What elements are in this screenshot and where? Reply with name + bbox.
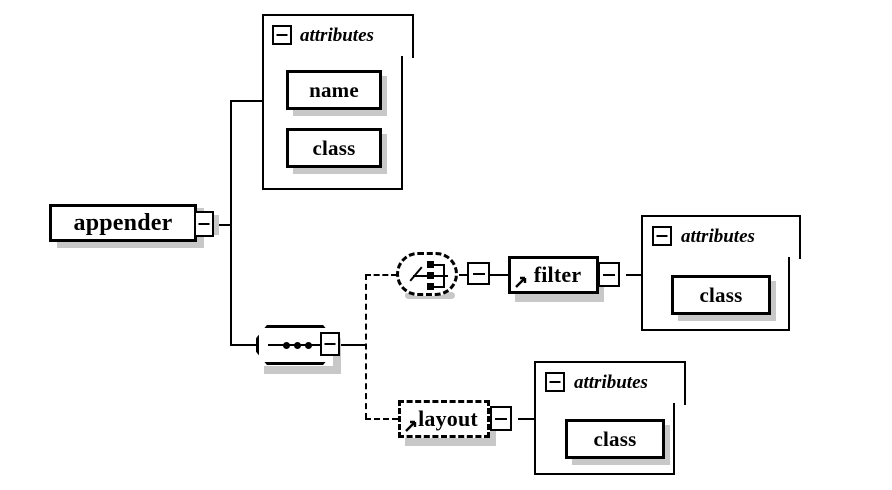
minus-icon [495, 417, 507, 420]
minus-icon [656, 235, 668, 237]
attribute-name[interactable]: name [286, 70, 382, 110]
connector-filter-to-attributes [626, 274, 643, 276]
attribute-class-shadow [293, 166, 386, 174]
element-filter[interactable]: filter [508, 256, 599, 294]
attribute-name-shadow [293, 108, 386, 116]
attribute-class[interactable]: class [286, 128, 382, 168]
choice-branch-3 [434, 286, 444, 288]
filter-attr-class-shadow-right [768, 281, 776, 321]
sequence-dot-2 [294, 341, 301, 349]
connector-choice-stem [459, 274, 469, 276]
sequence-dot-3 [305, 341, 312, 349]
choice-branch-bus [443, 264, 445, 288]
attribute-filter-class[interactable]: class [671, 275, 771, 315]
attribute-class-shadow-right [379, 134, 387, 174]
connector-sequence-to-layout [365, 418, 398, 420]
minus-icon [603, 273, 615, 276]
connector-choice-to-filter [489, 274, 508, 276]
minus-icon [198, 223, 210, 225]
sequence-dot-1 [283, 341, 290, 349]
connector-sequence-stem [338, 344, 366, 346]
layout-attr-class-shadow-right [662, 425, 670, 465]
layout-shadow [405, 438, 493, 446]
minus-icon [549, 381, 561, 383]
choice-slash-icon [409, 266, 423, 282]
attribute-layout-class[interactable]: class [565, 419, 665, 459]
filter-shadow [515, 294, 603, 302]
element-layout-label: layout [418, 406, 478, 431]
choice-branch-2 [434, 275, 448, 277]
sequence-inner [259, 328, 331, 362]
attribute-group-layout-toggle[interactable] [545, 372, 565, 392]
attribute-filter-class-label: class [699, 282, 743, 307]
sequence-shadow-right [333, 338, 341, 374]
sequence-collapse-toggle[interactable] [320, 332, 340, 356]
connector-root-to-sequence [230, 344, 256, 346]
attribute-layout-class-label: class [593, 426, 637, 451]
attribute-name-shadow-right [379, 76, 387, 116]
element-appender-label: appender [73, 210, 173, 236]
connector-root-trunk [230, 100, 232, 346]
choice-compositor[interactable] [396, 252, 458, 296]
choice-collapse-toggle[interactable] [467, 262, 490, 285]
connector-root-stem [212, 224, 232, 226]
choice-branch-1 [434, 264, 444, 266]
layout-attr-class-shadow [572, 457, 669, 465]
attribute-class-label: class [312, 135, 356, 160]
connector-sequence-trunk [365, 274, 367, 419]
attribute-group-filter-toggle[interactable] [652, 226, 672, 246]
filter-collapse-toggle[interactable] [598, 262, 620, 287]
choice-option-1 [427, 261, 434, 268]
connector-root-to-attributes [230, 100, 262, 102]
connector-layout-to-attributes [518, 418, 535, 420]
choice-option-3 [427, 283, 434, 290]
element-layout[interactable]: layout [398, 400, 490, 438]
layout-collapse-toggle[interactable] [490, 406, 512, 431]
element-appender[interactable]: appender [49, 204, 197, 242]
choice-stem-left [413, 275, 429, 277]
minus-icon [276, 34, 288, 36]
attribute-name-label: name [309, 77, 359, 102]
attribute-group-layout-title: attributes [574, 372, 648, 393]
connector-sequence-to-choice [365, 274, 397, 276]
appender-collapse-toggle[interactable] [194, 211, 214, 237]
minus-icon [324, 343, 336, 345]
attribute-group-root-title: attributes [300, 25, 374, 46]
sequence-shadow [264, 366, 340, 374]
element-filter-label: filter [533, 262, 582, 287]
filter-attr-class-shadow [678, 313, 775, 321]
attribute-group-filter-title: attributes [681, 226, 755, 247]
choice-option-2 [427, 272, 434, 279]
appender-shadow [57, 240, 203, 248]
minus-icon [472, 272, 485, 275]
attribute-group-root-toggle[interactable] [272, 25, 292, 45]
